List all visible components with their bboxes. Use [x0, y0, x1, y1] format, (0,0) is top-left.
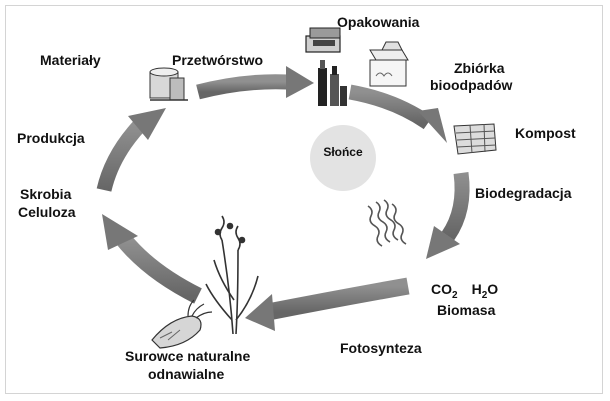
milk-carton-icon [369, 41, 409, 87]
root-vegetable-icon [151, 299, 213, 349]
label-raw-materials-line2: odnawialne [148, 366, 225, 382]
label-biomass: Biomasa [437, 302, 496, 318]
label-processing: Przetwórstwo [172, 52, 264, 68]
arrow-compost-to-biodegradation [426, 171, 470, 259]
sun-circle [310, 125, 376, 191]
label-collection-line1: Zbiórka [454, 60, 505, 76]
material-rolls-icon [149, 67, 188, 101]
heat-waves-icon [367, 199, 407, 247]
arrow-plants-to-starch [102, 214, 202, 304]
diagram-frame [5, 5, 603, 394]
label-starch: Skrobia [20, 186, 72, 202]
bottles-icon [318, 60, 347, 106]
label-photosynthesis: Fotosynteza [340, 340, 422, 356]
label-compost: Kompost [515, 125, 576, 141]
label-materials: Materiały [40, 52, 101, 68]
h2o-o: O [487, 281, 499, 297]
label-sun: Słońce [323, 145, 363, 159]
h2o-h: H [471, 281, 482, 297]
label-cellulose: Celuloza [18, 204, 76, 220]
packaging-icon [305, 27, 341, 53]
arrow-photosynthesis [245, 277, 410, 331]
label-collection-line2: bioodpadów [430, 77, 513, 93]
label-production: Produkcja [17, 130, 85, 146]
arrow-production-to-materials [96, 108, 166, 192]
arrow-packaging-to-collection [348, 84, 447, 143]
compost-bin-icon [453, 123, 497, 155]
label-packaging: Opakowania [337, 14, 420, 30]
co2-sub: 2 [452, 289, 458, 301]
label-biodegradation: Biodegradacja [475, 185, 572, 201]
h2o-sub: 2 [481, 289, 488, 301]
co2-base: CO [431, 281, 452, 297]
label-raw-materials-line1: Surowce naturalne [125, 348, 251, 364]
plant-icon [205, 215, 259, 335]
arrow-processing-to-packaging [196, 66, 314, 100]
